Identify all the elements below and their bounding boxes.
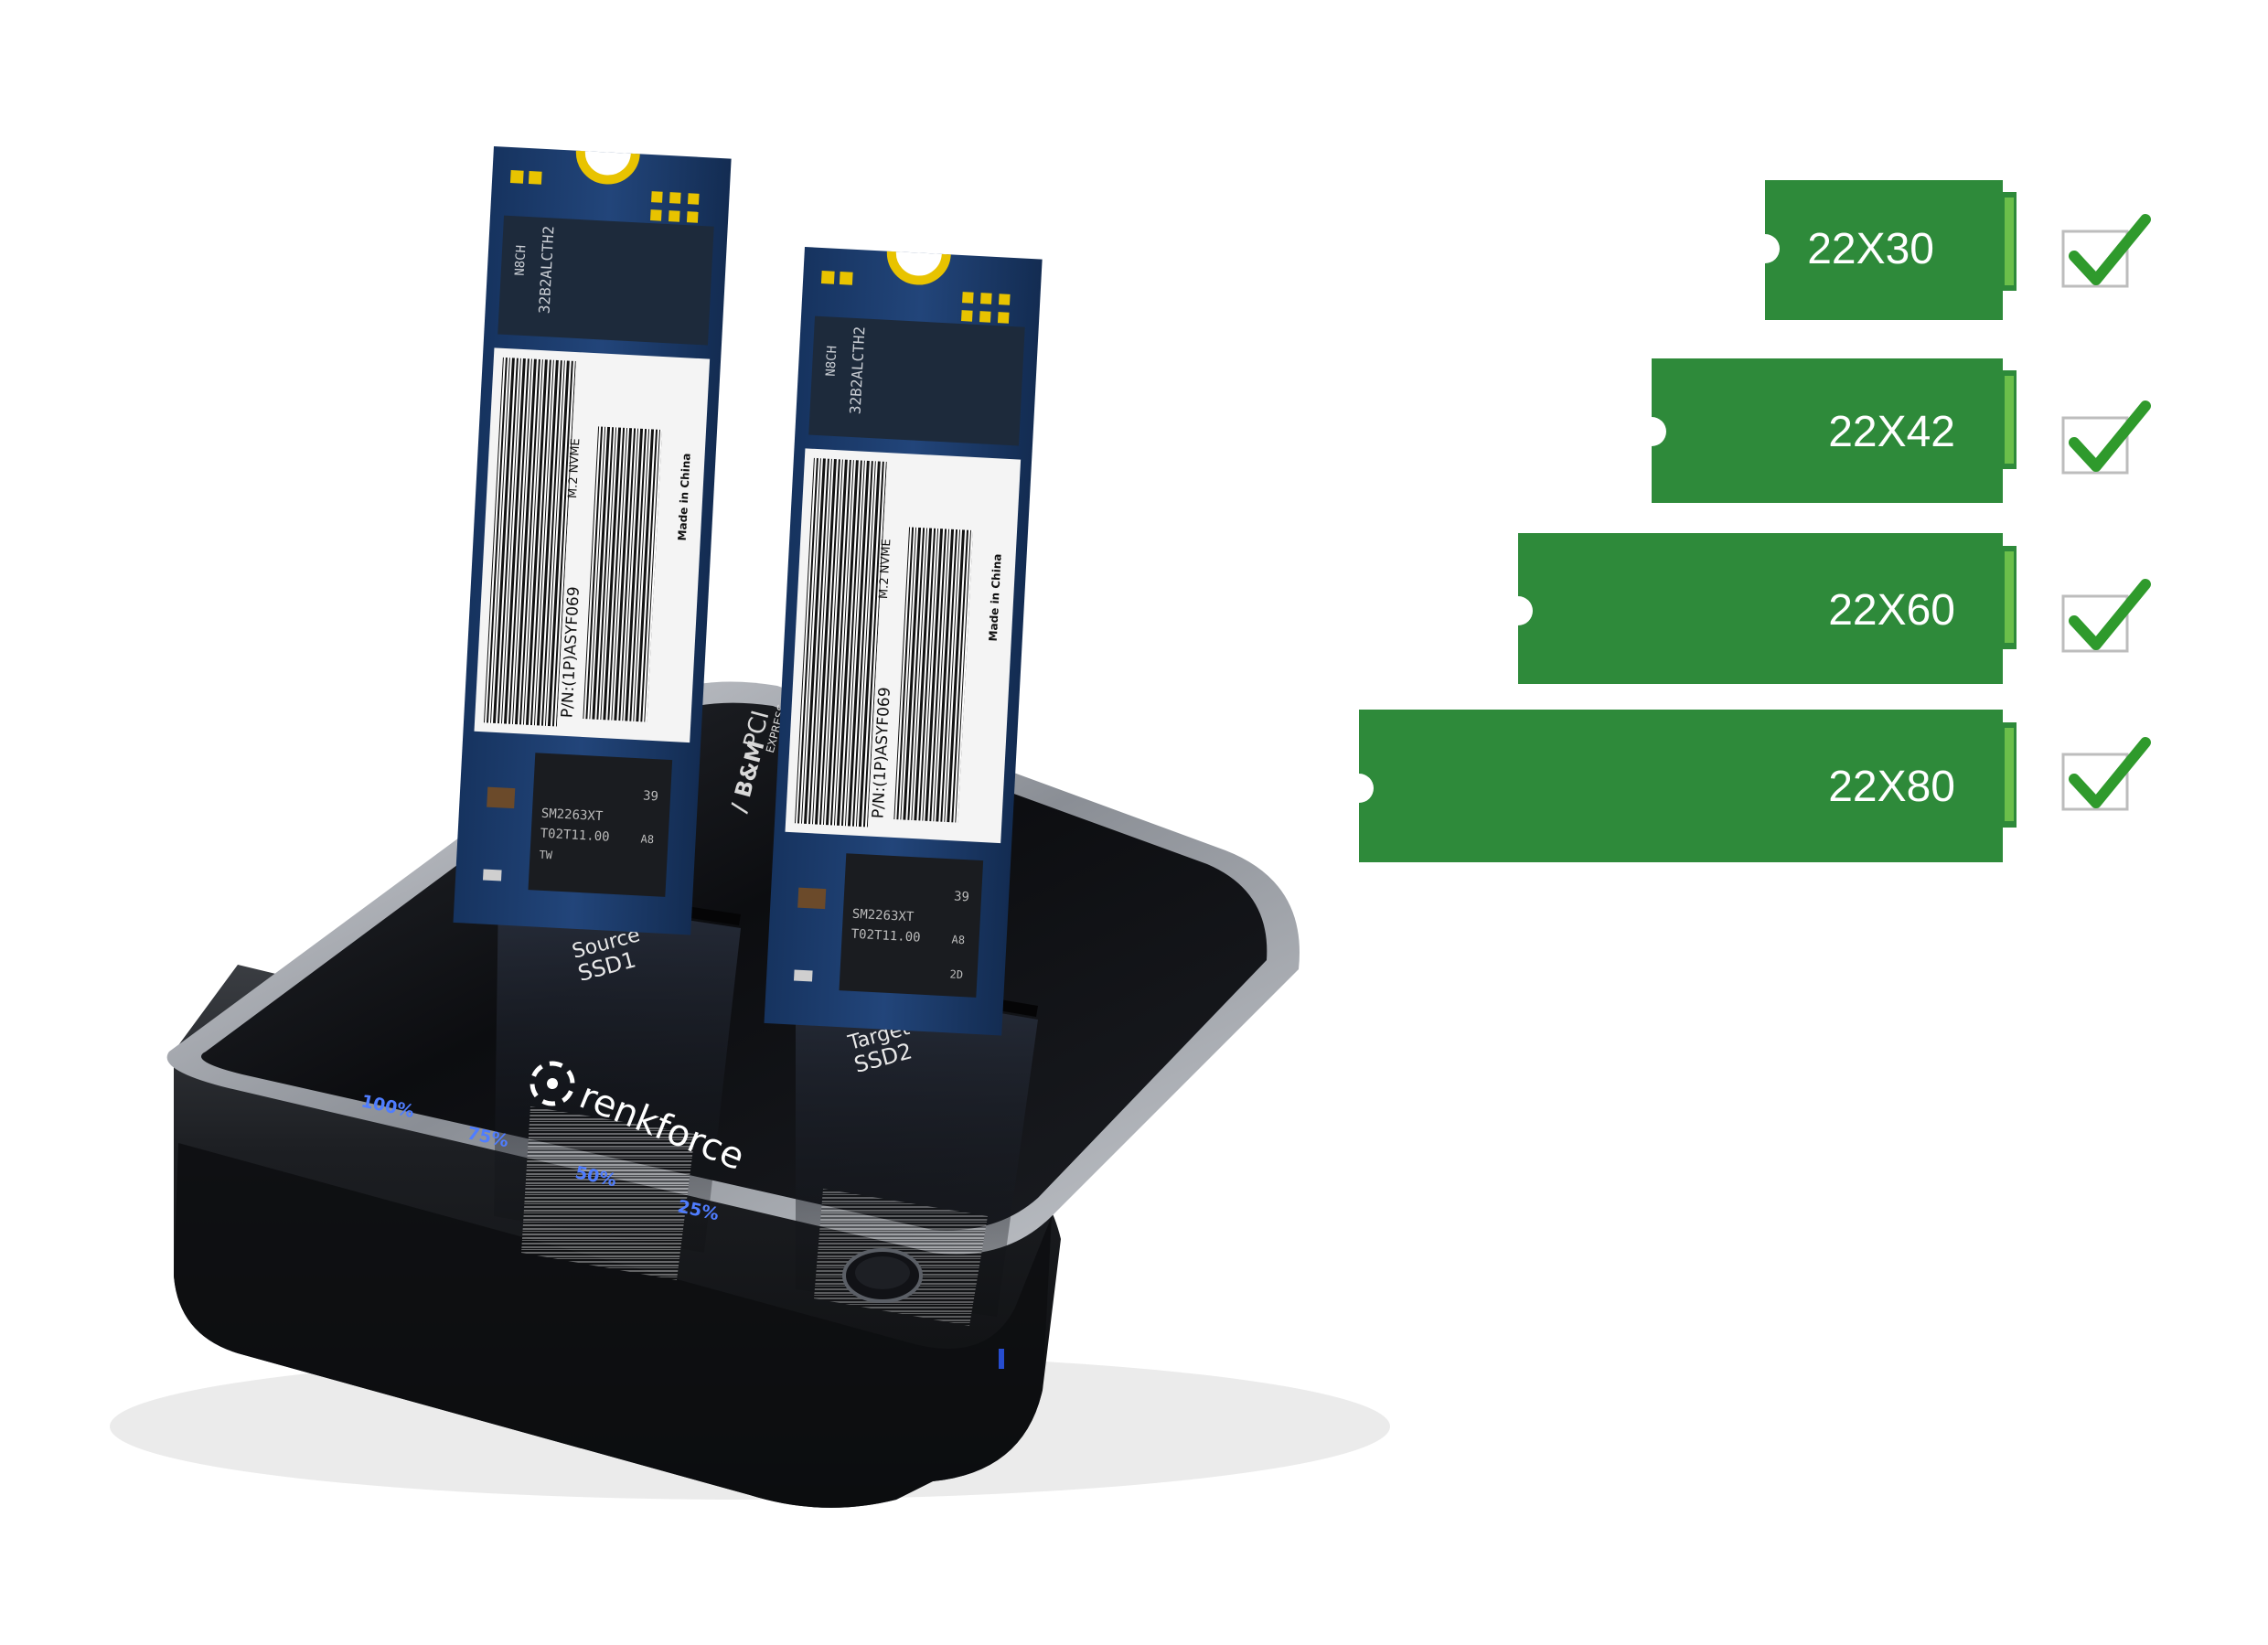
- size-label-22x80: 22X80: [1828, 763, 1955, 811]
- m2-board-22x42: [1652, 358, 2017, 503]
- ssd-source-controller-text: SM2263XT: [540, 806, 604, 825]
- check-icon: [2061, 401, 2151, 475]
- ssd-source: 32B2ALCTH2 N8CH P/N:(1P)ASYF069 M.2 NVME…: [453, 146, 732, 935]
- ssd-source-nand-code: N8CH: [513, 245, 530, 277]
- ssd-target-controller-text: SM2263XT: [851, 907, 915, 925]
- ssd-target-chip-grade: A8: [951, 933, 965, 946]
- ssd-target-nand-chip: [808, 315, 1025, 446]
- check-icon: [2061, 737, 2151, 811]
- size-label-22x30: 22X30: [1807, 225, 1934, 273]
- check-icon: [2061, 579, 2151, 653]
- ssd-source-chip-country: TW: [539, 849, 553, 862]
- m2-board-22x80: [1359, 710, 2017, 862]
- m2-board-22x60: [1518, 533, 2017, 684]
- ssd-target-model: M.2 NVME: [877, 539, 893, 600]
- size-item-22x42: 22X42: [1652, 358, 2151, 503]
- ssd-target-controller: [839, 853, 984, 998]
- ssd-source-controller: [528, 753, 673, 897]
- ssd-source-origin: Made in China: [676, 453, 693, 540]
- ssd-target-chip-num: 39: [954, 890, 970, 905]
- ssd-source-chip-code: T02T11.00: [540, 827, 610, 845]
- ssd-target-nand-code: N8CH: [824, 346, 840, 378]
- size-item-22x60: 22X60: [1518, 533, 2151, 684]
- ssd-source-model: M.2 NVME: [566, 438, 583, 499]
- size-label-22x42: 22X42: [1828, 408, 1955, 456]
- ssd-target-chip-code: T02T11.00: [850, 927, 921, 945]
- size-compatibility-list: 22X30 22X42 22X60: [1359, 180, 2151, 862]
- ssd-source-nand-chip: [497, 215, 714, 346]
- ssd-source-chip-grade: A8: [640, 832, 654, 846]
- ssd-target-chip-2d: 2D: [949, 967, 963, 981]
- size-item-22x30: 22X30: [1765, 180, 2151, 320]
- check-icon: [2061, 214, 2151, 288]
- m2-board-22x30: [1765, 180, 2017, 320]
- power-button[interactable]: [842, 1248, 923, 1303]
- ssd-target-origin: Made in China: [987, 553, 1004, 641]
- progress-leds: 100% 75% 50% 25%: [359, 1091, 721, 1224]
- ssd-source-chip-num: 39: [643, 789, 659, 805]
- size-item-22x80: 22X80: [1359, 710, 2151, 862]
- size-label-22x60: 22X60: [1828, 586, 1955, 635]
- ssd-target: 32B2ALCTH2 N8CH P/N:(1P)ASYF069 M.2 NVME…: [764, 247, 1043, 1036]
